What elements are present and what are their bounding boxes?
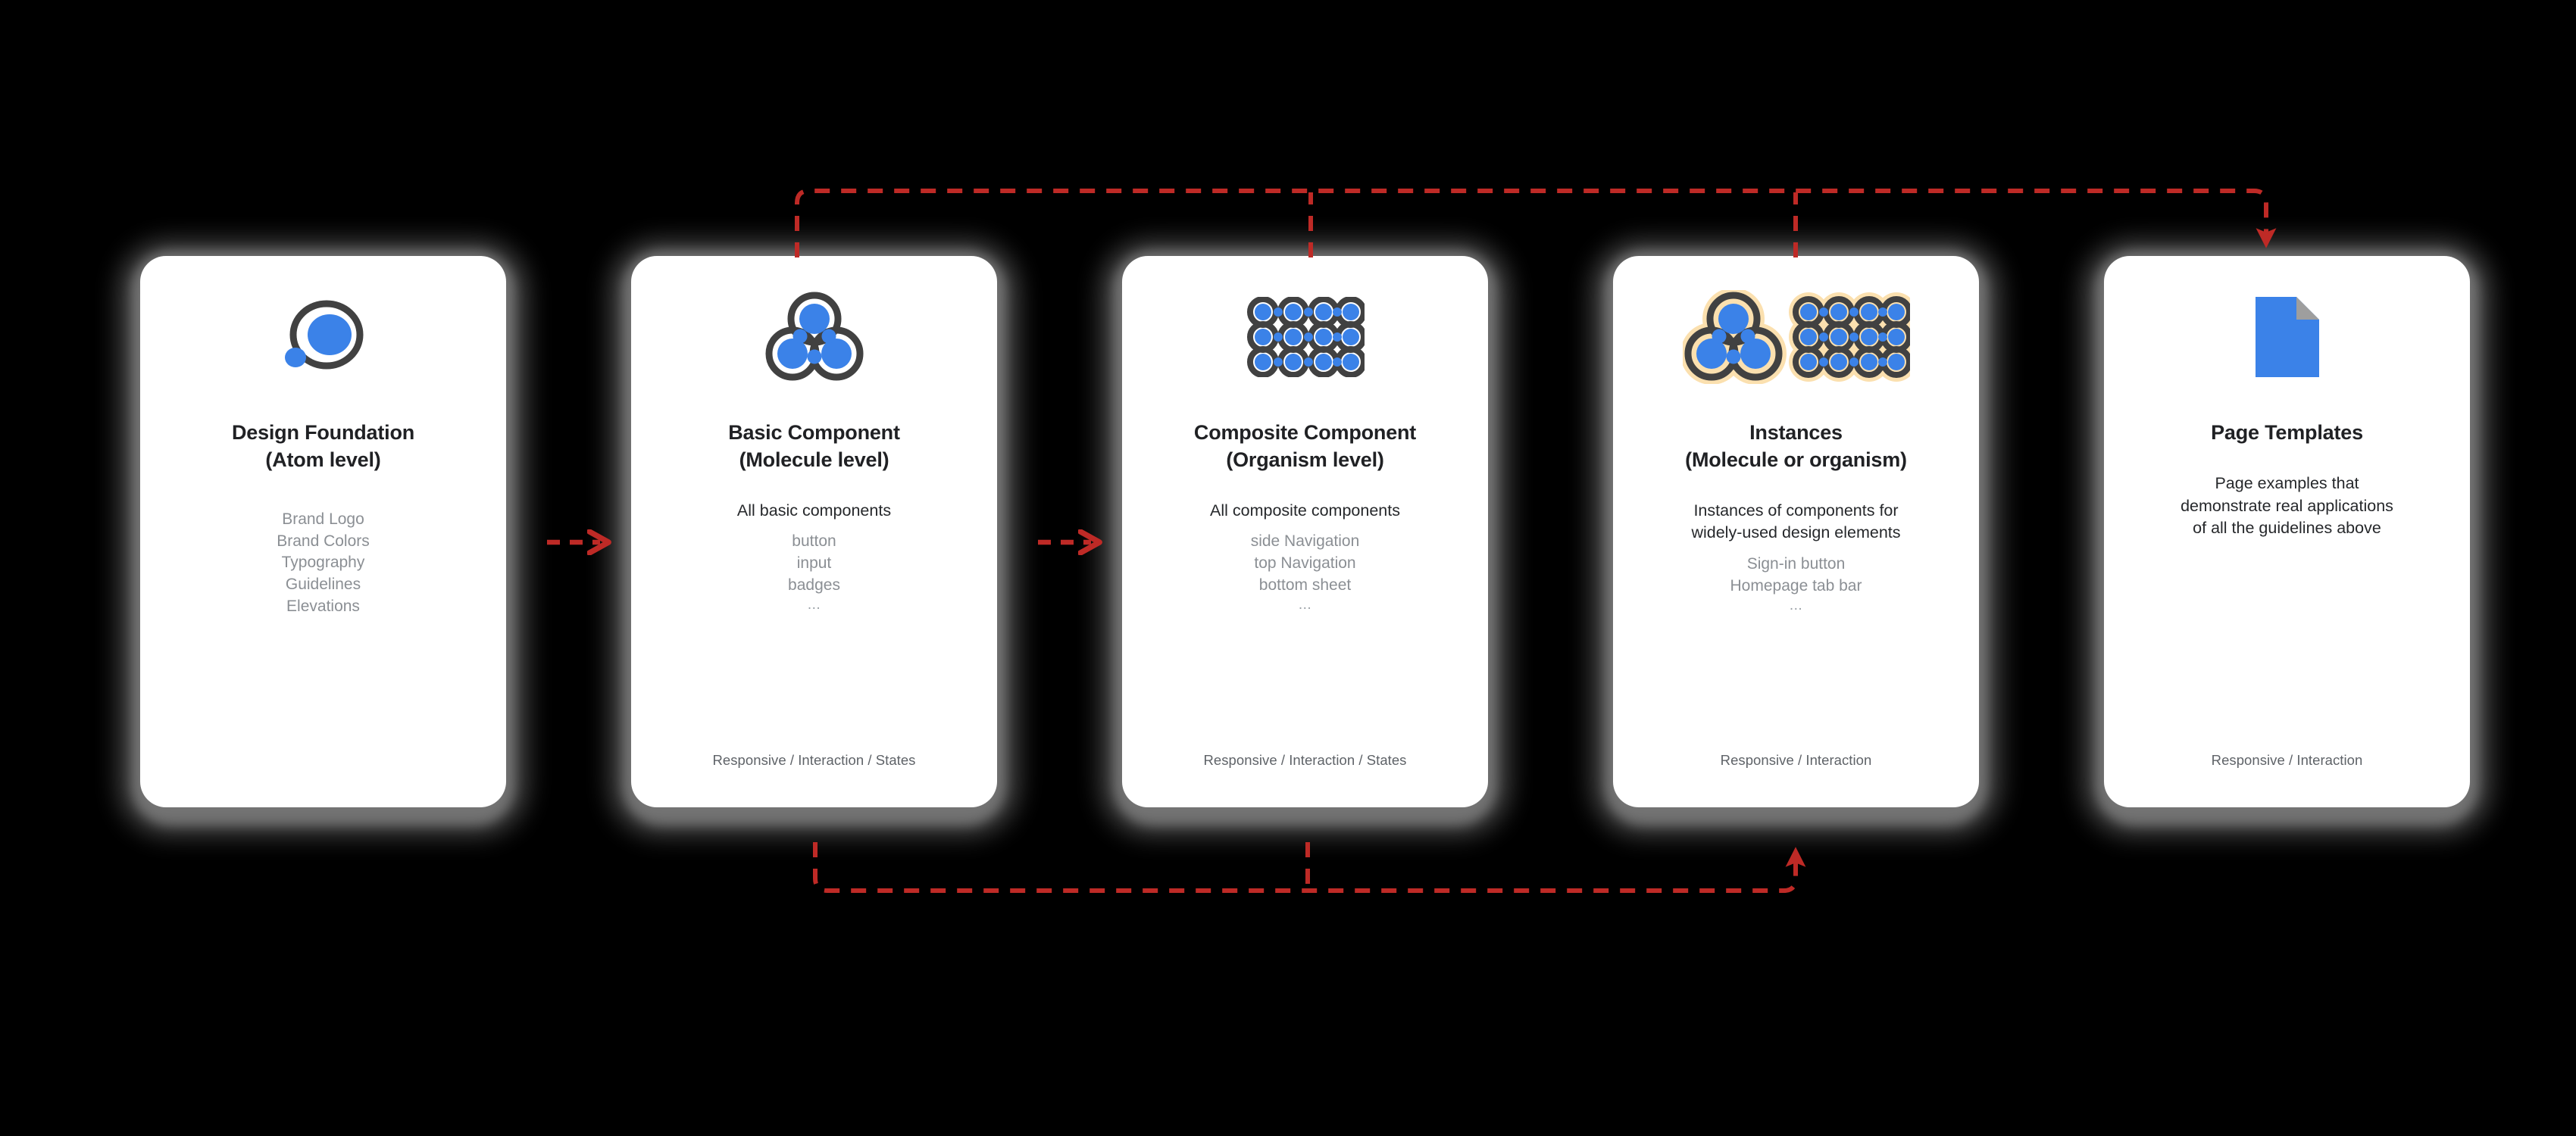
icon-area	[646, 280, 982, 394]
card-title: Page Templates	[2211, 421, 2363, 444]
card-lead: All basic components	[736, 501, 892, 520]
card-examples: Brand Logo Brand Colors Typography Guide…	[277, 510, 370, 615]
card-examples: side Navigation top Navigation bottom sh…	[1250, 532, 1360, 594]
card-ellipsis: ...	[1298, 596, 1312, 613]
card-title: Basic Component (Molecule level)	[728, 421, 900, 471]
card-ellipsis: ...	[1789, 597, 1803, 613]
page-document-icon	[2255, 297, 2319, 377]
icon-area	[1137, 280, 1473, 394]
molecule-icon	[765, 292, 863, 381]
card-title: Composite Component (Organism level)	[1193, 421, 1417, 471]
card-lead: All composite components	[1210, 501, 1400, 520]
atom-icon	[284, 300, 363, 370]
top-feedback-route	[795, 189, 2277, 257]
instances-organism-icon	[1788, 292, 1910, 382]
organism-icon	[1246, 297, 1365, 377]
icon-area	[1628, 280, 1964, 394]
icon-area	[155, 280, 491, 394]
instances-molecule-icon	[1682, 290, 1787, 384]
card-examples: button input badges	[788, 532, 840, 594]
card-footer: Responsive / Interaction	[1720, 752, 1872, 768]
card-ellipsis: ...	[807, 596, 821, 613]
card-instances[interactable]: Instances (Molecule or organism) Instanc…	[1593, 242, 1999, 834]
card-footer: Responsive / Interaction	[2211, 752, 2363, 768]
bottom-feedback-route	[813, 842, 1806, 893]
card-footer: Responsive / Interaction / States	[1203, 752, 1407, 768]
card-basic-component[interactable]: Basic Component (Molecule level) All bas…	[611, 242, 1017, 834]
instances-icon	[1682, 290, 1910, 384]
card-row: Design Foundation (Atom level) Brand Log…	[120, 242, 2490, 834]
card-lead: Page examples that demonstrate real appl…	[2181, 473, 2393, 538]
card-title: Design Foundation (Atom level)	[231, 421, 415, 471]
card-composite-component[interactable]: Composite Component (Organism level) All…	[1102, 242, 1508, 834]
card-lead: Instances of components for widely-used …	[1691, 501, 1901, 542]
card-page-templates[interactable]: Page Templates Page examples that demons…	[2084, 242, 2490, 834]
icon-area	[2119, 280, 2455, 394]
card-design-foundation[interactable]: Design Foundation (Atom level) Brand Log…	[120, 242, 526, 834]
card-examples: Sign-in button Homepage tab bar	[1730, 555, 1862, 595]
card-title: Instances (Molecule or organism)	[1685, 421, 1907, 471]
card-footer: Responsive / Interaction / States	[712, 752, 916, 768]
